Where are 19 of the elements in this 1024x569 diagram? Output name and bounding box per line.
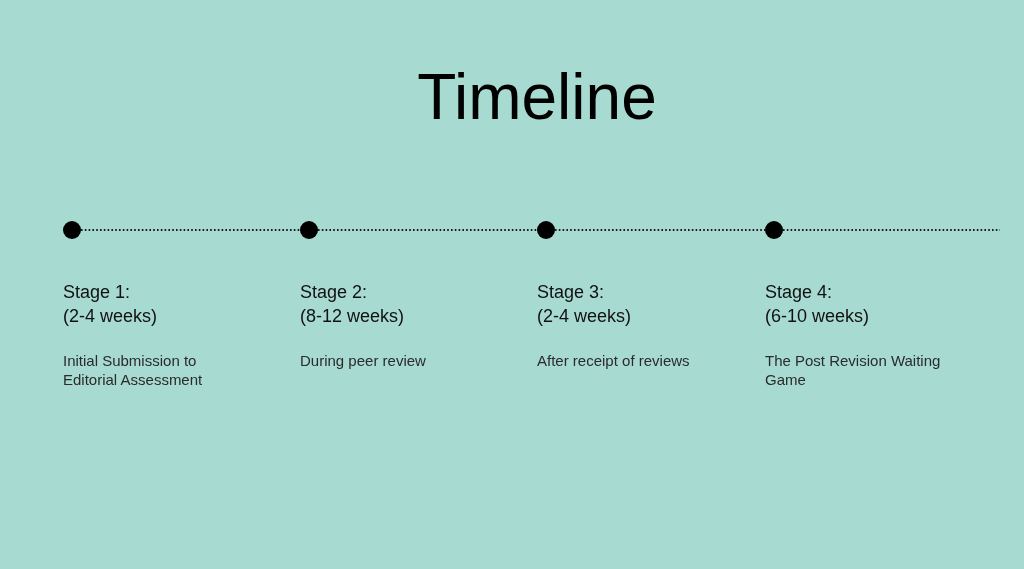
stage-heading: Stage 4: [765,281,833,304]
dotted-connector [80,229,301,231]
stage-heading: Stage 3: [537,281,605,304]
stage-duration: (2-4 weeks) [63,305,158,328]
stage-description: During peer review [300,351,427,370]
timeline-dot [300,221,318,239]
stage-duration: (2-4 weeks) [537,305,632,328]
timeline-dot [63,221,81,239]
stage-duration: (6-10 weeks) [765,305,870,328]
stage-description: Initial Submission to Editorial Assessment [63,351,204,389]
stage-heading: Stage 2: [300,281,368,304]
timeline-dot [537,221,555,239]
timeline-dot [765,221,783,239]
diagram-title: Timeline [417,65,657,129]
stage-description: The Post Revision Waiting Game [765,351,942,389]
dotted-connector [317,229,538,231]
stage-duration: (8-12 weeks) [300,305,405,328]
stage-heading: Stage 1: [63,281,131,304]
stage-description: After receipt of reviews [537,351,691,370]
